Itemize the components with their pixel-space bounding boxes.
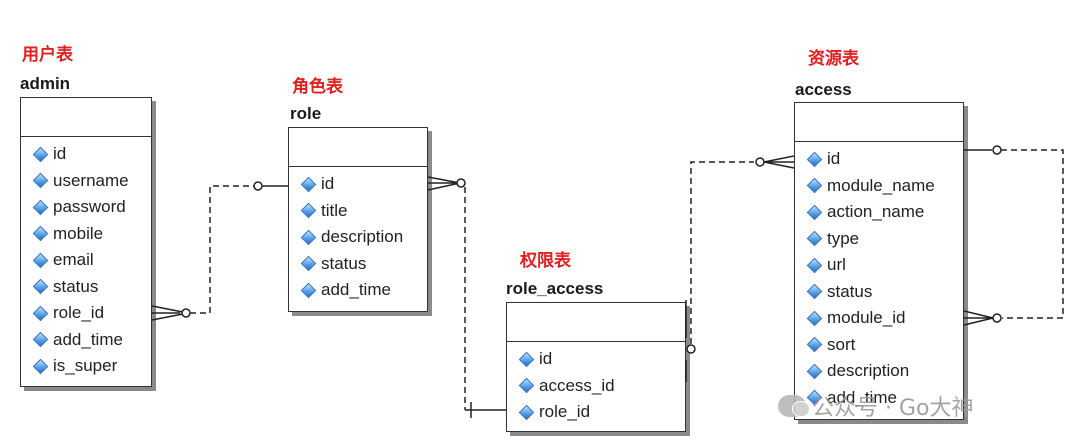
role-field-list: id title description status add_time	[289, 167, 427, 304]
field-row: add_time	[31, 327, 151, 354]
field-row: type	[805, 226, 963, 253]
field-name: add_time	[53, 329, 123, 349]
role-table-name: role	[290, 104, 322, 123]
field-row: mobile	[31, 221, 151, 248]
field-name: role_id	[53, 303, 105, 323]
field-name: sort	[827, 334, 856, 354]
resources-table-label: 资源表	[808, 49, 859, 69]
field-name: id	[539, 349, 553, 369]
relationship-roleaccess-access	[685, 155, 795, 382]
role-entity-header	[289, 128, 427, 167]
field-row: status	[299, 251, 427, 278]
field-name: description	[321, 227, 404, 247]
field-row: id	[805, 146, 963, 173]
watermark-text: 公众号 · Go大神	[812, 396, 974, 421]
relationship-role-roleaccess	[427, 176, 506, 418]
field-row: sort	[805, 332, 963, 359]
roles-table-label: 角色表	[292, 77, 343, 97]
admin-entity: id username password mobile email status role_…	[20, 97, 152, 387]
field-row: action_name	[805, 199, 963, 226]
relationship-access-self	[963, 145, 1064, 326]
field-row: title	[299, 198, 427, 225]
field-name: url	[827, 255, 846, 275]
relationship-admin-role	[151, 181, 288, 321]
watermark: 公众号 · Go大神	[778, 390, 974, 422]
role-access-field-list: id access_id role_id	[507, 342, 685, 426]
permissions-table-label: 权限表	[520, 251, 571, 271]
field-row: description	[299, 224, 427, 251]
field-name: module_id	[827, 308, 906, 328]
field-name: mobile	[53, 223, 104, 243]
field-name: action_name	[827, 202, 925, 222]
field-name: id	[53, 144, 67, 164]
field-row: url	[805, 252, 963, 279]
access-entity-header	[795, 103, 963, 142]
field-name: add_time	[321, 280, 391, 300]
field-name: module_name	[827, 175, 935, 195]
field-name: status	[53, 276, 99, 296]
field-row: password	[31, 194, 151, 221]
field-name: id	[827, 149, 841, 169]
field-name: status	[827, 281, 873, 301]
field-name: id	[321, 174, 335, 194]
role-entity: id title description status add_time	[288, 127, 428, 312]
role-access-entity-header	[507, 303, 685, 342]
users-table-label: 用户表	[22, 45, 73, 65]
field-row: status	[31, 274, 151, 301]
field-row: username	[31, 168, 151, 195]
field-row: role_id	[517, 399, 685, 426]
field-row: id	[517, 346, 685, 373]
field-row: description	[805, 358, 963, 385]
field-row: add_time	[299, 277, 427, 304]
field-row: id	[299, 171, 427, 198]
access-table-name: access	[795, 80, 852, 99]
field-name: title	[321, 200, 348, 220]
field-name: status	[321, 253, 367, 273]
admin-entity-header	[21, 98, 151, 137]
field-name: description	[827, 361, 910, 381]
field-row: add_time	[805, 385, 963, 412]
role-access-table-name: role_access	[506, 279, 604, 298]
field-row: access_id	[517, 373, 685, 400]
field-name: type	[827, 228, 860, 248]
field-name: add_time	[827, 387, 897, 407]
admin-field-list: id username password mobile email status role_…	[21, 137, 151, 380]
field-name: access_id	[539, 375, 615, 395]
field-name: username	[53, 170, 129, 190]
field-row: id	[31, 141, 151, 168]
admin-table-name: admin	[20, 74, 71, 93]
field-row: module_id	[805, 305, 963, 332]
field-name: email	[53, 250, 94, 270]
field-row: role_id	[31, 300, 151, 327]
role-access-entity: id access_id role_id	[506, 302, 686, 432]
field-row: email	[31, 247, 151, 274]
field-name: role_id	[539, 402, 591, 422]
field-row: is_super	[31, 353, 151, 380]
field-name: password	[53, 197, 126, 217]
field-row: module_name	[805, 173, 963, 200]
field-row: status	[805, 279, 963, 306]
field-name: is_super	[53, 356, 118, 376]
wechat-icon	[778, 395, 810, 417]
